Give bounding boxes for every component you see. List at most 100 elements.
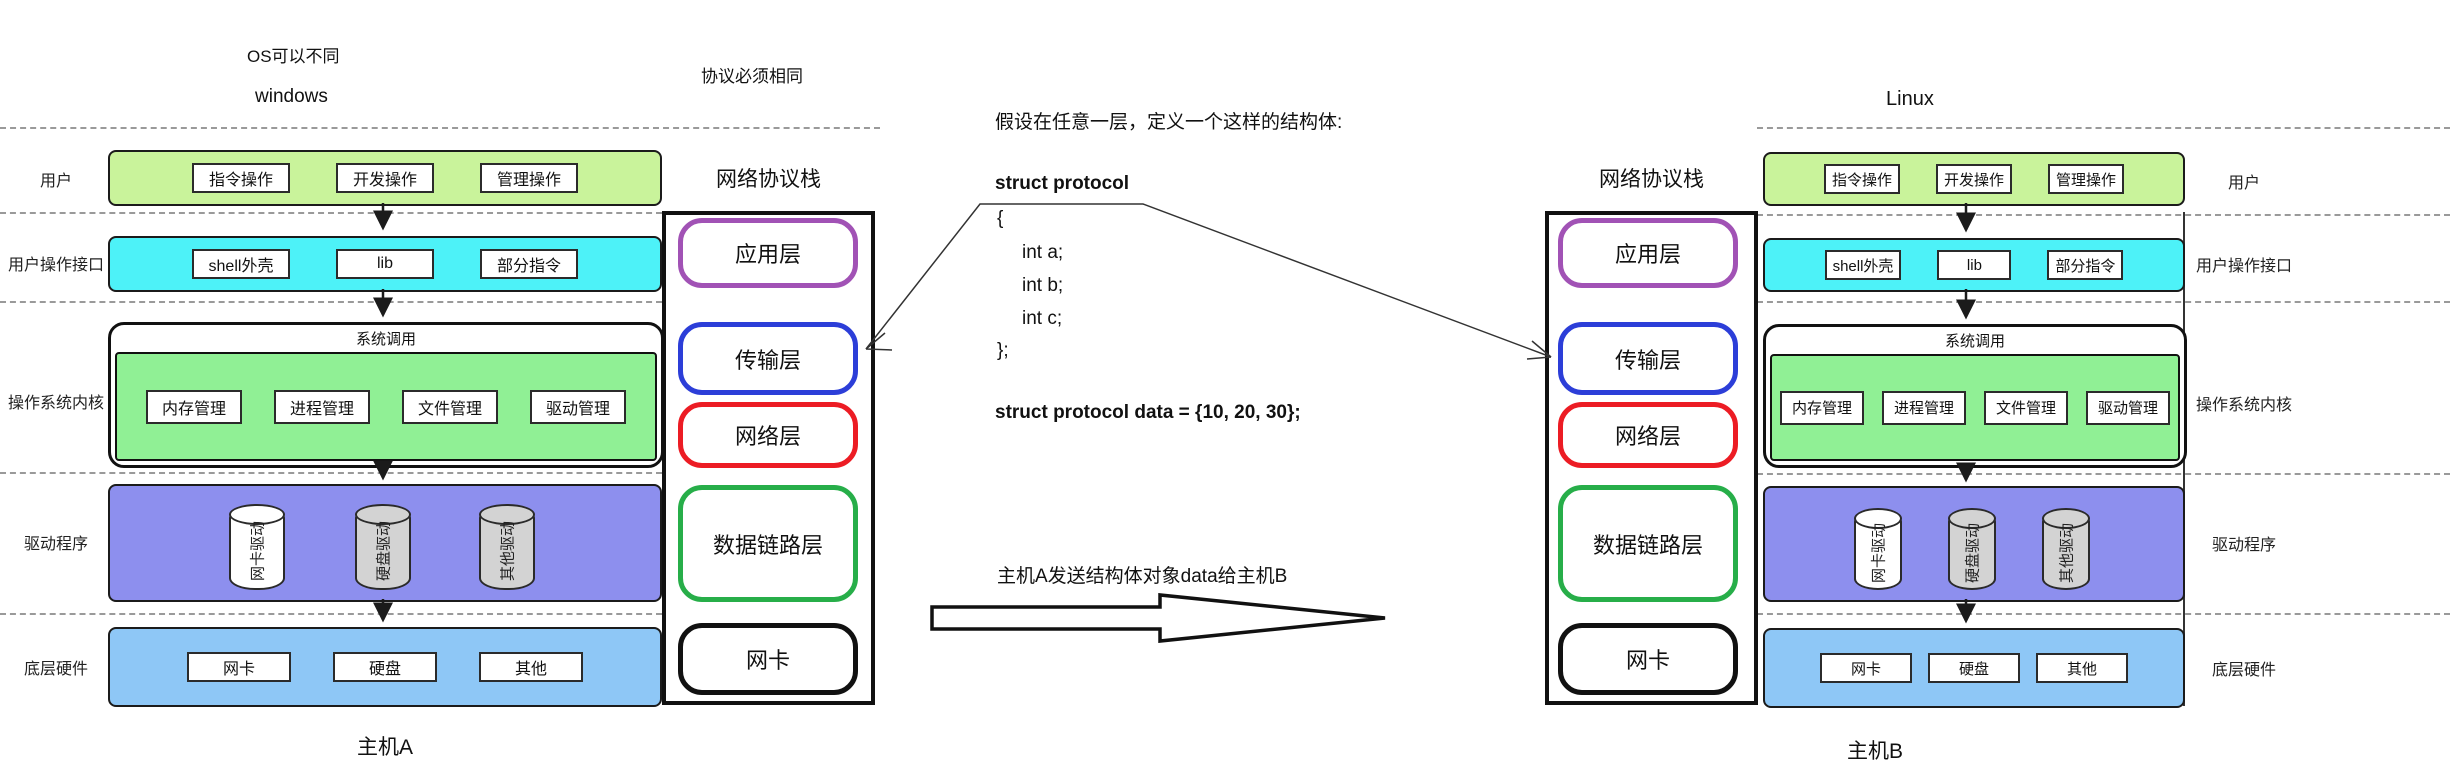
row-box: 网卡	[1820, 653, 1912, 683]
row-box: 硬盘	[1928, 653, 2020, 683]
code-close-brace: };	[997, 340, 1009, 361]
host-a-kernel-inner: 内存管理 进程管理 文件管理 驱动管理	[115, 352, 657, 461]
separator-line	[1757, 613, 2450, 615]
row-box: 网卡	[187, 652, 291, 682]
struct-leader-lines	[865, 203, 1552, 360]
cylinder-body	[2042, 518, 2090, 590]
side-label-user-interface-right: 用户操作接口	[2195, 258, 2292, 275]
host-a-kernel-box: 系统调用 内存管理 进程管理 文件管理 驱动管理	[108, 322, 664, 468]
separator-line	[0, 212, 662, 214]
protocol-stack-title-right: 网络协议栈	[1599, 168, 1704, 191]
row-box: 硬盘	[333, 652, 437, 682]
layer-nic-right: 网卡	[1558, 623, 1738, 695]
host-a-driver-row: 网卡驱动 硬盘驱动 其他驱动	[108, 484, 662, 602]
host-a-os-label: windows	[255, 86, 328, 107]
layer-nic-left: 网卡	[678, 623, 858, 695]
kernel-box: 内存管理	[1780, 390, 1864, 425]
host-b-user-row: 指令操作 开发操作 管理操作	[1763, 152, 2185, 206]
kernel-box: 内存管理	[146, 389, 242, 424]
cylinder-top	[229, 504, 285, 525]
driver-cylinder: 其他驱动	[2042, 508, 2090, 590]
driver-cylinder: 网卡驱动	[229, 504, 285, 590]
driver-cylinder: 硬盘驱动	[1948, 508, 1996, 590]
layer-application-right: 应用层	[1558, 218, 1738, 288]
side-label-hardware-right: 底层硬件	[2211, 662, 2276, 679]
row-box: 其他	[479, 652, 583, 682]
layer-transport-right: 传输层	[1558, 322, 1738, 395]
host-b-hardware-row: 网卡 硬盘 其他	[1763, 628, 2185, 708]
cylinder-body	[229, 514, 285, 590]
kernel-box: 文件管理	[402, 389, 498, 424]
driver-cylinder: 其他驱动	[479, 504, 535, 590]
row-box: 开发操作	[1935, 164, 2012, 194]
row-box: 其他	[2036, 653, 2128, 683]
row-box: 指令操作	[192, 163, 290, 193]
side-label-driver-right: 驱动程序	[2211, 537, 2276, 554]
row-box: lib	[336, 249, 434, 279]
row-box: shell外壳	[192, 249, 290, 279]
cylinder-top	[479, 504, 535, 525]
layer-datalink-left: 数据链路层	[678, 485, 858, 602]
cylinder-label: 其他驱动	[499, 521, 517, 582]
row-box: 管理操作	[480, 163, 578, 193]
host-b-driver-row: 网卡驱动 硬盘驱动 其他驱动	[1763, 486, 2185, 602]
row-box: 管理操作	[2048, 164, 2125, 194]
separator-line	[1757, 214, 2450, 216]
row-box: 指令操作	[1823, 164, 1900, 194]
host-b-kernel-inner: 内存管理 进程管理 文件管理 驱动管理	[1770, 354, 2180, 461]
separator-line	[0, 301, 662, 303]
separator-line	[1757, 301, 2450, 303]
cylinder-label: 硬盘驱动	[1964, 523, 1982, 584]
protocol-note: 协议必须相同	[701, 67, 803, 86]
layer-transport-left: 传输层	[678, 322, 858, 395]
side-label-kernel-right: 操作系统内核	[2195, 397, 2292, 414]
code-intro: 假设在任意一层，定义一个这样的结构体:	[995, 112, 1343, 133]
cylinder-label: 网卡驱动	[1870, 523, 1888, 584]
host-b-kernel-box: 系统调用 内存管理 进程管理 文件管理 驱动管理	[1763, 324, 2187, 468]
code-field-c: int c;	[1022, 308, 1063, 329]
cylinder-label: 硬盘驱动	[375, 521, 393, 582]
host-a-user-interface-row: shell外壳 lib 部分指令	[108, 236, 662, 292]
layer-network-right: 网络层	[1558, 402, 1738, 468]
side-label-kernel: 操作系统内核	[7, 395, 104, 412]
code-field-b: int b;	[1022, 275, 1064, 296]
row-box: 部分指令	[480, 249, 578, 279]
row-box: shell外壳	[1824, 250, 1902, 280]
cylinder-body	[479, 514, 535, 590]
kernel-box: 进程管理	[274, 389, 370, 424]
cylinder-top	[1854, 508, 1902, 529]
host-a-title: 主机A	[356, 736, 413, 759]
cylinder-label: 网卡驱动	[249, 521, 267, 582]
layer-application-left: 应用层	[678, 218, 858, 288]
layer-datalink-right: 数据链路层	[1558, 485, 1738, 602]
os-note: OS可以不同	[247, 47, 340, 66]
separator-line	[0, 613, 662, 615]
host-b-os-label: Linux	[1886, 88, 1934, 110]
kernel-box: 驱动管理	[2086, 390, 2170, 425]
code-struct-line: struct protocol	[995, 173, 1130, 194]
row-box: 部分指令	[2047, 250, 2124, 280]
layer-network-left: 网络层	[678, 402, 858, 468]
transfer-arrow	[930, 593, 1386, 643]
host-b-title: 主机B	[1846, 740, 1903, 763]
separator-line	[1757, 473, 2450, 475]
syscall-header: 系统调用	[1944, 333, 2005, 350]
code-open-brace: {	[997, 208, 1004, 229]
side-label-user-interface: 用户操作接口	[7, 257, 104, 274]
driver-cylinder: 硬盘驱动	[355, 504, 411, 590]
row-box: lib	[1937, 250, 2012, 280]
transfer-label: 主机A发送结构体对象data给主机B	[997, 566, 1288, 587]
row-box: 开发操作	[336, 163, 434, 193]
code-field-a: int a;	[1022, 242, 1064, 263]
kernel-box: 进程管理	[1882, 390, 1966, 425]
cylinder-label: 其他驱动	[2058, 523, 2076, 584]
side-label-user-right: 用户	[2227, 175, 2260, 192]
driver-cylinder: 网卡驱动	[1854, 508, 1902, 590]
side-label-user: 用户	[39, 173, 72, 190]
host-a-user-row: 指令操作 开发操作 管理操作	[108, 150, 662, 206]
separator-line	[1757, 127, 2450, 129]
separator-line	[0, 127, 880, 129]
syscall-header: 系统调用	[355, 331, 416, 348]
protocol-stack-title-left: 网络协议栈	[716, 168, 821, 191]
